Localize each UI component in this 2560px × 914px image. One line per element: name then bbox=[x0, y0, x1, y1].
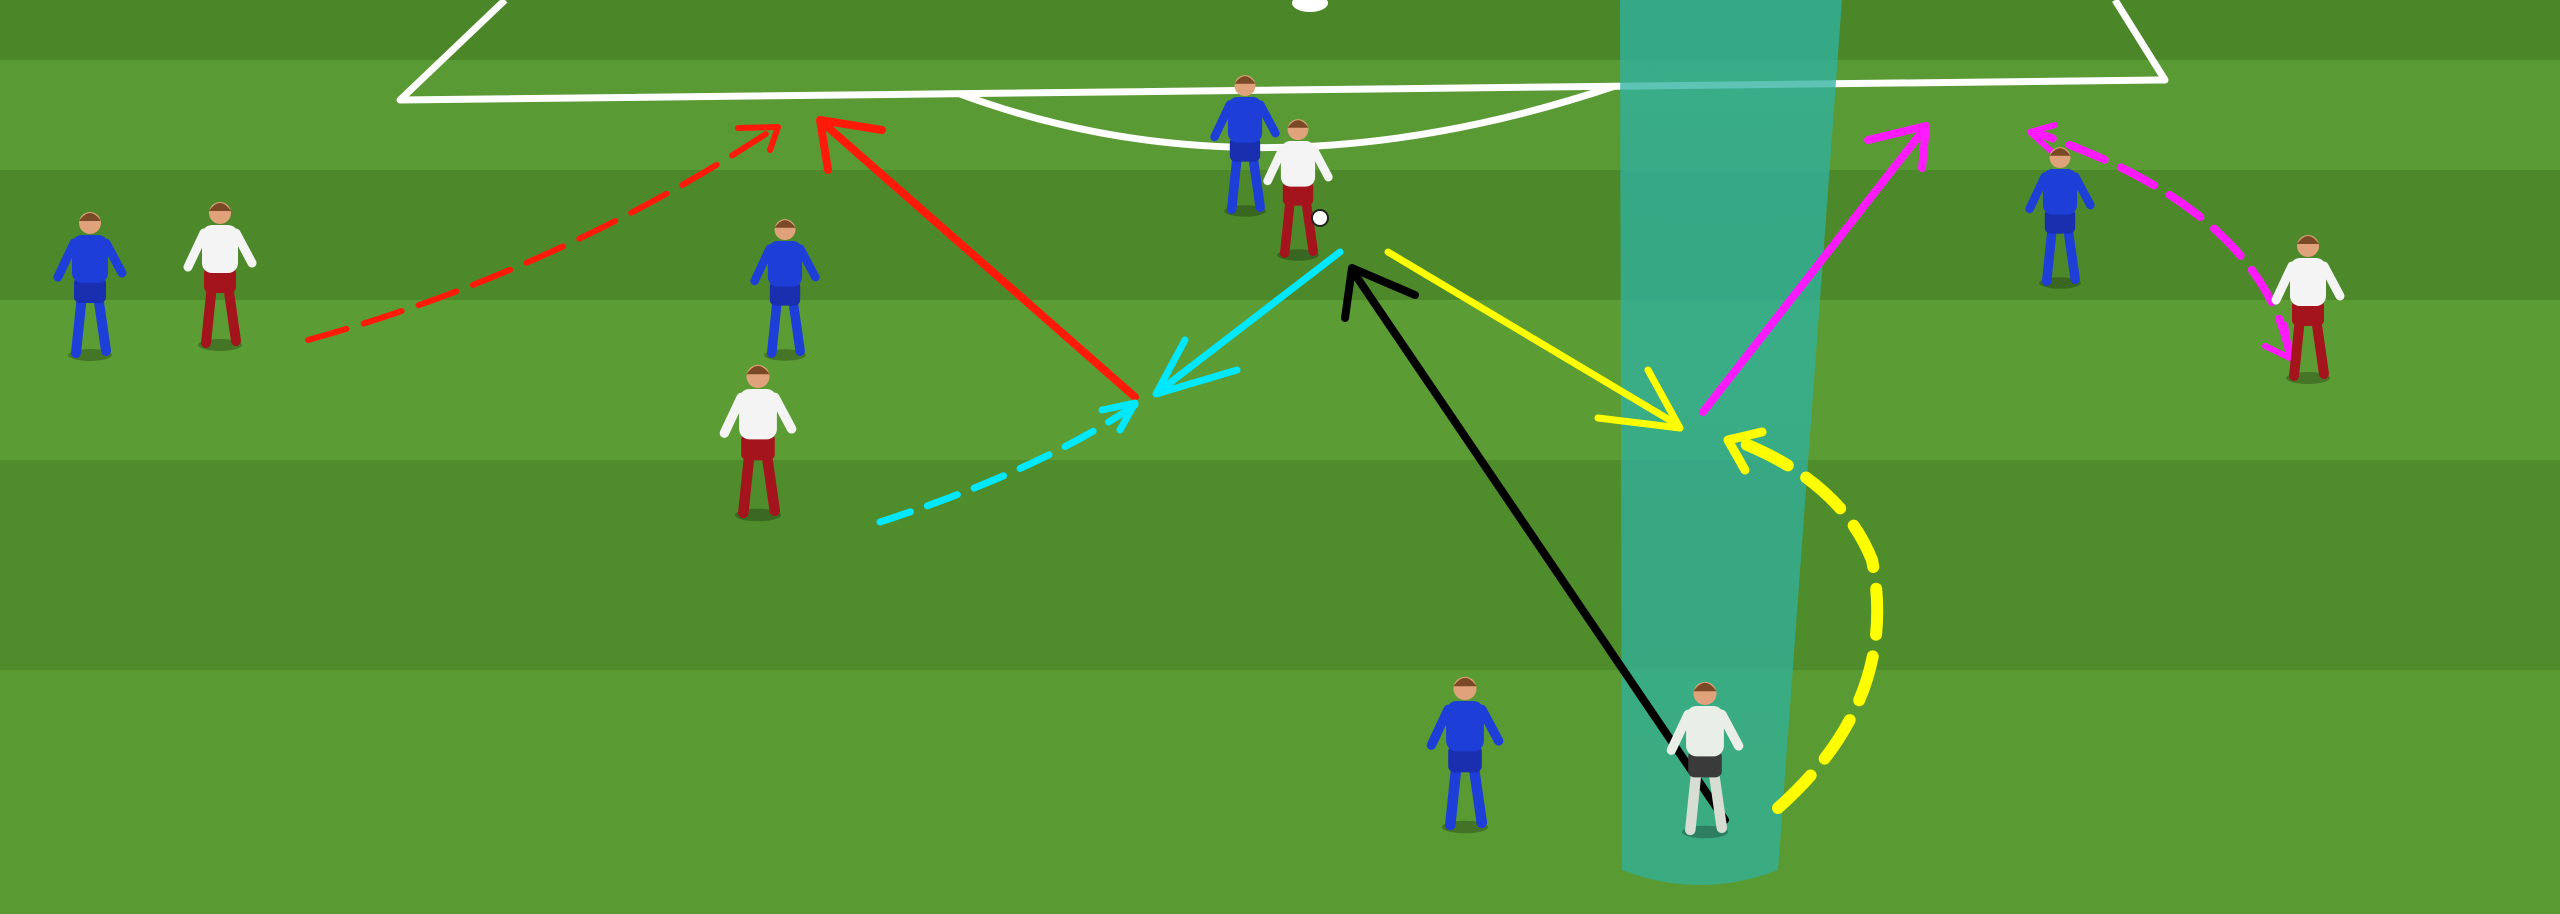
blue-player bbox=[750, 219, 820, 361]
red-dashed-run-arrow bbox=[305, 125, 778, 343]
pitch-stripe bbox=[0, 670, 2560, 914]
penalty-arc bbox=[958, 82, 1617, 152]
magenta-run-arrow bbox=[1699, 124, 1929, 416]
pitch-stripe bbox=[0, 170, 2560, 300]
red-player bbox=[719, 364, 797, 522]
blue-player bbox=[2025, 147, 2095, 289]
penalty-spot bbox=[1292, 0, 1328, 12]
penalty-box-line bbox=[396, 0, 2169, 104]
red-player bbox=[2271, 235, 2345, 384]
yellow-pass-arrow bbox=[1384, 248, 1682, 429]
players bbox=[53, 75, 2345, 839]
ball bbox=[1311, 209, 1329, 227]
pitch-stripe bbox=[0, 0, 2560, 60]
movement-arrows bbox=[305, 116, 2294, 824]
cyan-pass-arrow bbox=[1154, 248, 1344, 396]
black-run-arrow bbox=[1348, 266, 1729, 824]
pitch-stripe bbox=[0, 460, 2560, 670]
pitch-markings bbox=[396, 0, 2169, 152]
black-run-arrowhead bbox=[1341, 264, 1419, 322]
magenta-dashed-run-arrow bbox=[2036, 130, 2294, 359]
red-pass-arrowhead bbox=[816, 116, 886, 174]
red-player bbox=[183, 202, 257, 351]
cyan-pass-arrowhead bbox=[1152, 336, 1241, 398]
blue-player bbox=[1210, 75, 1280, 217]
goalkeeper-player bbox=[1666, 681, 1744, 839]
yellow-dashed-arrowhead bbox=[1723, 427, 1767, 475]
cyan-dashed-run-arrow bbox=[876, 401, 1139, 526]
cyan-dashed-arrowhead bbox=[1098, 399, 1139, 434]
red-player bbox=[1263, 119, 1333, 261]
yellow-pass-arrowhead bbox=[1594, 366, 1684, 432]
red-pass-arrow bbox=[818, 118, 1139, 401]
red-dashed-arrowhead bbox=[735, 124, 781, 153]
magenta-dashed-arrowhead-start bbox=[2027, 122, 2058, 153]
magenta-run-arrowhead bbox=[1864, 122, 1930, 172]
blue-player bbox=[53, 212, 127, 361]
yellow-dashed-run-arrow bbox=[1729, 434, 1884, 814]
blue-player bbox=[1426, 676, 1504, 834]
pitch-stripe bbox=[0, 300, 2560, 460]
magenta-dashed-arrowhead bbox=[2262, 322, 2293, 361]
